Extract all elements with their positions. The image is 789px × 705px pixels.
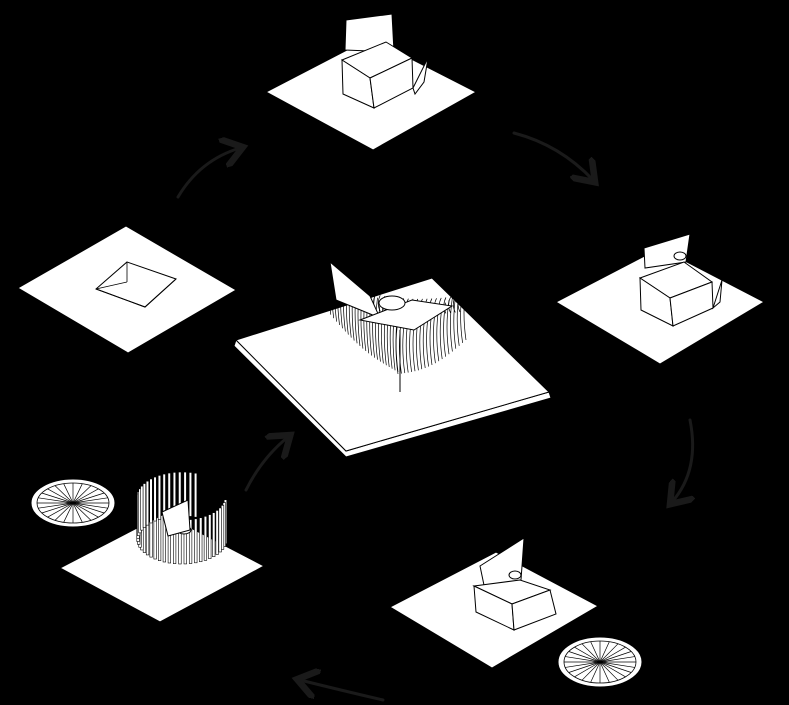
disc-spoke (581, 643, 601, 663)
pavilion-slat (450, 297, 453, 352)
disc-spoke (599, 651, 632, 663)
disc-spoke (54, 485, 74, 504)
step-2-block-with-folded-panels (264, 13, 478, 151)
disc-spoke (41, 492, 74, 504)
pavilion-slat (372, 295, 375, 358)
disc-spoke (72, 502, 83, 523)
disc-spoke (599, 643, 619, 663)
disc-spoke (72, 488, 99, 504)
step-4-faceted-form (388, 537, 643, 688)
disc-spoke (590, 641, 601, 663)
disc-spoke (63, 483, 74, 504)
disc-spoke (72, 502, 92, 521)
cube-edges (95, 278, 177, 308)
arrow-1-to-2 (176, 148, 240, 199)
oculus (378, 295, 406, 311)
disc-spoke (599, 661, 610, 683)
cylinder-slat (149, 478, 153, 524)
radial-disc (557, 636, 643, 688)
pavilion-slat (319, 241, 323, 305)
disc-spoke (590, 661, 601, 683)
oculus (673, 251, 687, 261)
disc-spoke (47, 488, 74, 504)
pavilion-slat (322, 245, 326, 308)
arrow-5-to-center (244, 437, 288, 492)
pavilion-slat (456, 291, 460, 346)
disc-spoke (599, 641, 610, 663)
disc-spoke (72, 483, 83, 504)
cylinder-slat (218, 507, 222, 553)
pavilion-slat (325, 249, 329, 312)
oculus (508, 570, 522, 580)
pavilion-slat (331, 256, 335, 319)
flow-arrows (176, 131, 693, 702)
cylinder-slat (199, 517, 203, 563)
pavilion-slat (377, 295, 381, 312)
cylinder-slat (145, 480, 150, 526)
cylinder-slat (188, 519, 193, 564)
roof-panel (161, 499, 191, 537)
cylinder-slat (208, 514, 212, 559)
disc-spoke (72, 497, 108, 504)
cylinder-slat (157, 475, 162, 520)
disc-spoke (72, 502, 105, 514)
cylinder-slat (158, 516, 162, 561)
disc-spoke (38, 497, 74, 504)
disc-spoke (63, 502, 74, 523)
cylinder-slat (203, 516, 208, 561)
panel-side (412, 57, 429, 96)
disc-spoke (599, 646, 626, 663)
disc-spoke (599, 661, 619, 681)
pavilion-slat (452, 296, 456, 313)
cylinder-slat (193, 472, 198, 518)
faceted-right (511, 589, 557, 631)
disc-spoke (574, 661, 601, 678)
cylinder-slat (142, 483, 146, 528)
disc-spoke (599, 661, 635, 668)
disc-spoke (574, 646, 601, 663)
disc-spoke (54, 502, 74, 521)
arrow-3-to-4 (672, 418, 693, 502)
disc-spoke (41, 502, 74, 514)
disc-spoke (568, 661, 601, 673)
disc-spoke (599, 661, 632, 673)
pavilion-slat (453, 294, 457, 349)
disc-spoke (38, 502, 74, 509)
step-5-slatted-cylinder (30, 471, 266, 623)
disc-spoke (72, 485, 92, 504)
disc-spoke (565, 656, 601, 663)
pavilion-slat (375, 297, 378, 360)
arrow-4-to-5 (300, 680, 385, 702)
disc-spoke (47, 502, 74, 518)
disc-spoke (599, 661, 626, 678)
cylinder-slats (136, 471, 228, 565)
cylinder-slat (194, 518, 198, 564)
arrow-2-to-3 (512, 131, 593, 180)
disc-spoke (599, 656, 635, 663)
disc-spoke (581, 661, 601, 681)
cylinder-slat (153, 514, 157, 560)
disc-spoke (72, 502, 99, 518)
disc-spoke (568, 651, 601, 663)
pavilion-slat (460, 288, 463, 344)
center-final-pavilion (233, 241, 552, 458)
radial-disc (30, 478, 116, 528)
disc-spoke (72, 502, 108, 509)
step-3-block-with-roof-panel (554, 233, 766, 365)
pavilion-slat (463, 285, 467, 341)
cylinder-slat (188, 472, 193, 517)
cylinder-slat (215, 510, 219, 555)
step-1-block-on-plate (17, 225, 237, 354)
pavilion-slat (457, 295, 461, 313)
disc-spoke (565, 661, 601, 668)
disc-spoke (72, 492, 105, 504)
panel-side (711, 279, 723, 310)
pavilion-slat (328, 252, 332, 315)
cylinder-slat (212, 512, 216, 557)
cylinder-slat (153, 476, 157, 522)
